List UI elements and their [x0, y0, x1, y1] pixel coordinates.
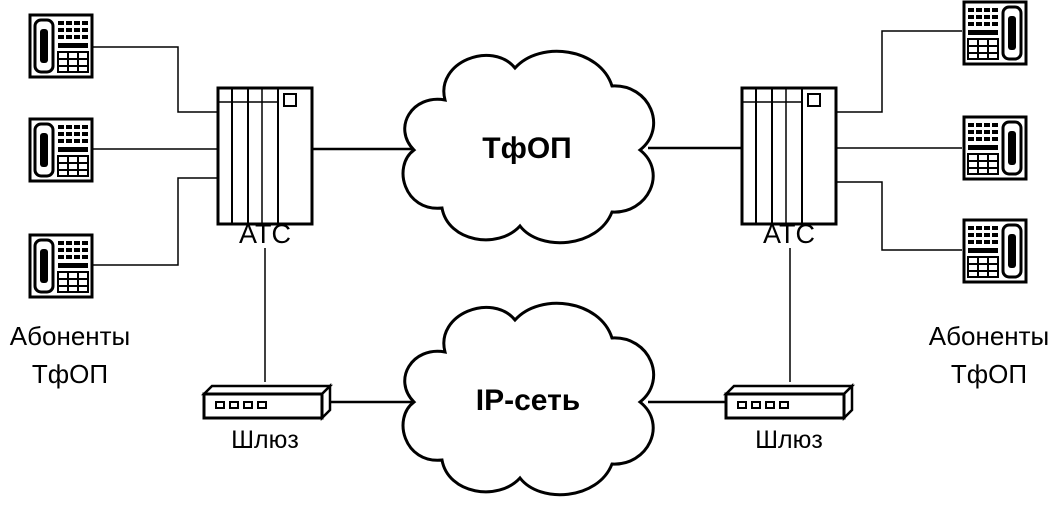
right-gateway-icon [724, 384, 854, 420]
pstn-cloud-shape [401, 49, 656, 245]
right-gateway-label: Шлюз [755, 426, 823, 454]
left-subscribers-line1: Абоненты [9, 321, 131, 351]
link-left-phone-1 [92, 46, 218, 113]
left-phone-icon-1 [28, 13, 94, 79]
left-gateway-icon [202, 384, 332, 420]
left-phone-icon-3 [28, 233, 94, 299]
pstn-cloud-label: ТфОП [482, 132, 572, 165]
left-exchange-icon [216, 86, 314, 226]
left-subscribers-label: Абоненты ТфОП [10, 317, 130, 393]
right-phone-icon-2 [964, 117, 1026, 179]
link-right-phone-3 [836, 181, 962, 251]
link-right-phone-1 [836, 30, 962, 113]
right-exchange-icon [740, 86, 838, 226]
right-subscribers-line1: Абоненты [928, 321, 1050, 351]
right-exchange-label: АТС [763, 219, 815, 249]
right-subscribers-label: Абоненты ТфОП [929, 317, 1049, 393]
ip-cloud-shape [401, 301, 656, 497]
left-exchange-label: АТС [239, 219, 291, 249]
ip-cloud-label: IP-сеть [475, 384, 581, 417]
right-subscribers-line2: ТфОП [950, 359, 1028, 389]
left-phone-icon-2 [28, 117, 94, 183]
right-phone-icon-3 [964, 220, 1026, 282]
right-phone-icon-1 [964, 2, 1026, 64]
left-subscribers-line2: ТфОП [31, 359, 109, 389]
left-gateway-label: Шлюз [231, 426, 299, 454]
link-left-phone-3 [92, 177, 218, 266]
